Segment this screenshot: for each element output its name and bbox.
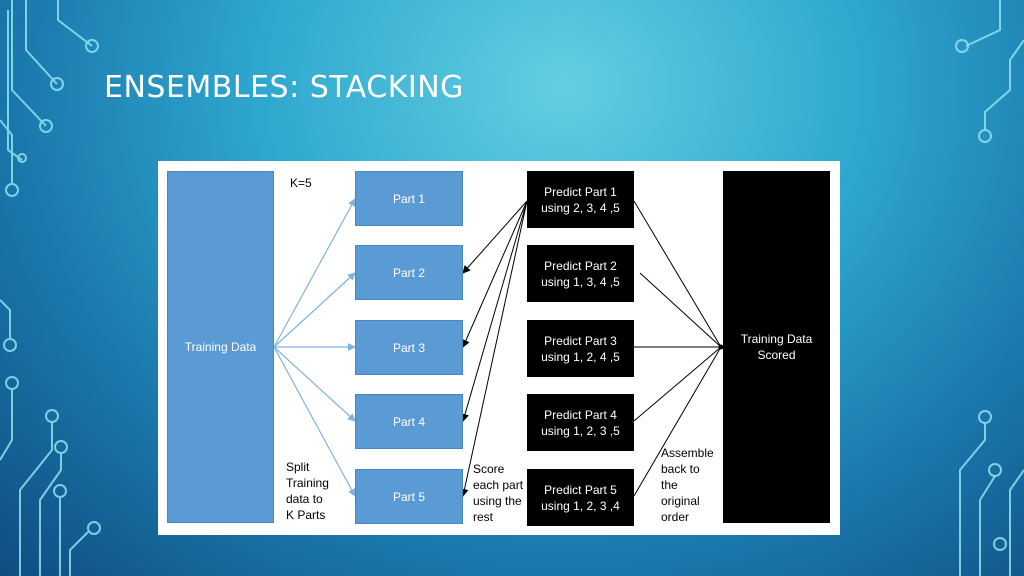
circuit-trace bbox=[0, 299, 11, 340]
part-2-box: Part 2 bbox=[355, 245, 463, 300]
circuit-trace bbox=[979, 475, 996, 576]
score-arrow bbox=[461, 200, 528, 422]
score-arrow bbox=[462, 200, 528, 348]
circuit-node bbox=[17, 153, 27, 163]
predict-part-4-box: Predict Part 4 using 1, 2, 3 ,5 bbox=[527, 394, 634, 451]
part-4-box: Part 4 bbox=[355, 394, 463, 449]
circuit-node bbox=[50, 77, 64, 91]
circuit-node bbox=[955, 39, 969, 53]
circuit-trace bbox=[11, 0, 47, 127]
split-arrow bbox=[273, 272, 356, 348]
split-arrow bbox=[273, 346, 356, 497]
circuit-trace bbox=[7, 10, 23, 161]
circuit-trace bbox=[19, 422, 53, 576]
circuit-trace bbox=[0, 119, 13, 185]
circuit-trace bbox=[69, 531, 89, 576]
split-arrow bbox=[273, 346, 356, 422]
circuit-node bbox=[988, 463, 1002, 477]
assemble-line bbox=[639, 272, 722, 348]
diagram-connectors bbox=[273, 198, 724, 497]
score-arrow bbox=[460, 200, 528, 497]
assemble-line bbox=[633, 346, 722, 497]
stacking-diagram: Training Data K=5 Part 1 Part 2 Part 3 P… bbox=[158, 161, 840, 535]
circuit-trace bbox=[959, 423, 986, 576]
merge-point bbox=[718, 344, 724, 350]
circuit-node bbox=[45, 409, 59, 423]
split-arrow bbox=[273, 198, 356, 348]
training-data-scored-box: Training Data Scored bbox=[723, 171, 830, 523]
assemble-line bbox=[633, 200, 722, 348]
circuit-trace bbox=[25, 0, 58, 85]
circuit-node bbox=[87, 521, 101, 535]
assemble-note: Assemble back to the original order bbox=[661, 446, 714, 524]
predict-part-2-box: Predict Part 2 using 1, 3, 4 ,5 bbox=[527, 245, 634, 302]
score-note: Score each part using the rest bbox=[473, 462, 524, 524]
circuit-trace bbox=[39, 453, 62, 576]
slide-title: ENSEMBLES: STACKING bbox=[104, 70, 464, 105]
score-arrow bbox=[462, 200, 528, 274]
circuit-node bbox=[993, 537, 1007, 551]
predict-part-1-box: Predict Part 1 using 2, 3, 4 ,5 bbox=[527, 171, 634, 228]
circuit-trace bbox=[1009, 469, 1024, 576]
split-note: Split Training data to K Parts bbox=[286, 460, 329, 522]
assemble-line bbox=[633, 346, 722, 422]
circuit-node bbox=[978, 410, 992, 424]
circuit-node bbox=[5, 376, 19, 390]
circuit-trace bbox=[57, 0, 93, 47]
circuit-node bbox=[53, 484, 67, 498]
circuit-node bbox=[54, 440, 68, 454]
circuit-node bbox=[5, 183, 19, 197]
training-data-box: Training Data bbox=[167, 171, 274, 523]
circuit-node bbox=[3, 338, 17, 352]
circuit-trace bbox=[965, 0, 1001, 47]
part-1-box: Part 1 bbox=[355, 171, 463, 226]
predict-part-5-box: Predict Part 5 using 1, 2, 3 ,4 bbox=[527, 469, 634, 526]
circuit-node bbox=[978, 129, 992, 143]
circuit-node bbox=[39, 119, 53, 133]
part-5-box: Part 5 bbox=[355, 469, 463, 524]
circuit-trace bbox=[984, 39, 1024, 130]
k-label: K=5 bbox=[290, 176, 312, 190]
circuit-node bbox=[85, 39, 99, 53]
circuit-trace bbox=[0, 389, 13, 461]
part-3-box: Part 3 bbox=[355, 320, 463, 375]
predict-part-3-box: Predict Part 3 using 1, 2, 4 ,5 bbox=[527, 320, 634, 377]
